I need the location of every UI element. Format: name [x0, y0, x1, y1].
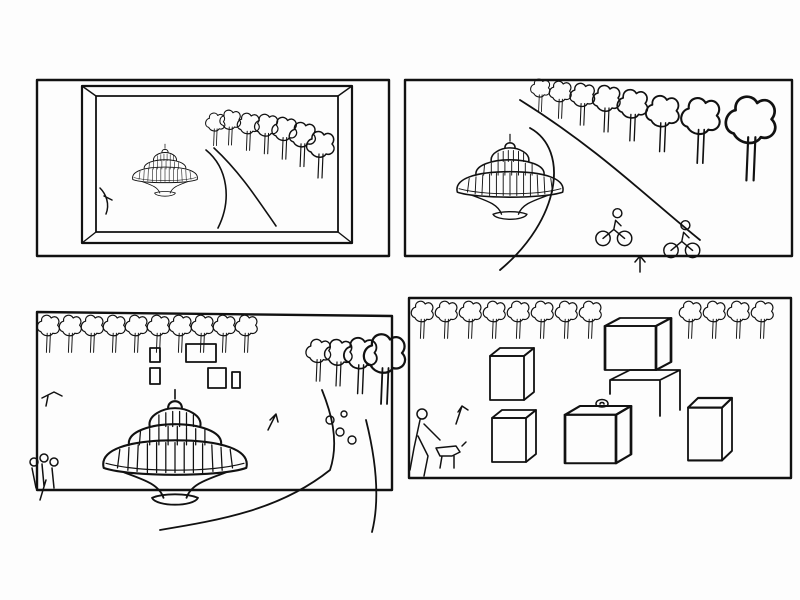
panel-4-plinth-object [595, 398, 609, 408]
panel-2-tree-row [530, 78, 777, 182]
panel-3-fountain-screens [29, 310, 407, 533]
panel-2-fountain-avenue [403, 78, 794, 273]
panel-1-tree-row [205, 109, 335, 179]
panel-4-walker-with-dog [409, 408, 467, 477]
panel-4-plaza-boxes [407, 296, 793, 480]
panel-3-crowd [29, 453, 59, 501]
panel-3-fountain [102, 388, 248, 506]
panel-1-framed-picture [35, 78, 391, 258]
panel-4-tree-row [410, 300, 774, 339]
panel-3-path [159, 389, 378, 533]
panel-4-open-frame-pavilion [609, 369, 681, 417]
panel-3-tree-row [36, 314, 258, 353]
panel-1-path [205, 147, 277, 229]
panel-3-floating-screens [149, 343, 241, 389]
panel-4-direction-arrow [455, 405, 469, 425]
panel-1-figure [99, 187, 113, 215]
panel-1-fountain [132, 143, 198, 197]
panel-3-bird [41, 391, 63, 407]
panel-3-tree-cluster [305, 333, 407, 406]
panel-2-direction-arrow [634, 255, 646, 273]
panel-4-box-pavilions [489, 316, 734, 465]
panel-3-direction-arrow [267, 413, 279, 431]
panel-2-cyclists [595, 207, 701, 259]
